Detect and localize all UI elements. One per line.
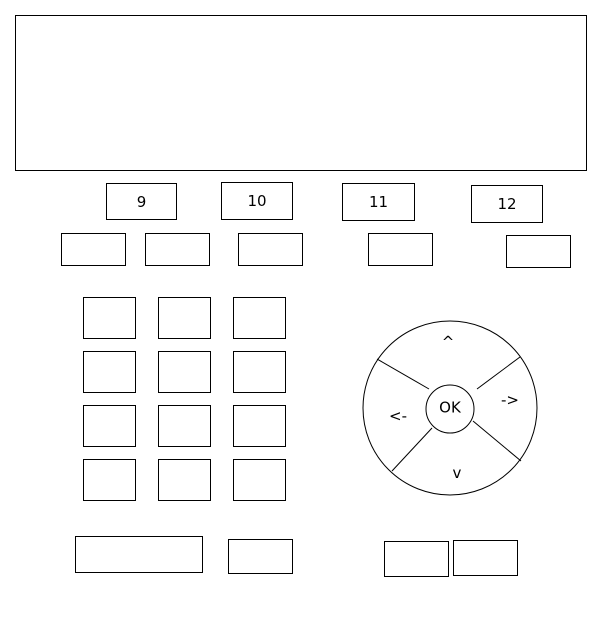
keypad-key-10[interactable]	[83, 459, 136, 501]
keypad-key-5[interactable]	[158, 351, 211, 393]
function-key-9[interactable]: 9	[106, 183, 177, 220]
soft-key-5[interactable]	[506, 235, 571, 268]
ok-button[interactable]	[425, 384, 475, 434]
soft-key-1[interactable]	[61, 233, 126, 266]
keypad-key-3[interactable]	[233, 297, 286, 339]
bottom-key-4[interactable]	[453, 540, 518, 576]
display-screen	[15, 15, 587, 171]
keypad-key-8[interactable]	[158, 405, 211, 447]
keypad-key-2[interactable]	[158, 297, 211, 339]
function-key-11[interactable]: 11	[342, 183, 415, 221]
function-key-label: 9	[136, 192, 147, 211]
keypad-key-12[interactable]	[233, 459, 286, 501]
bottom-key-2[interactable]	[228, 539, 293, 574]
function-key-12[interactable]: 12	[471, 185, 543, 223]
soft-key-4[interactable]	[368, 233, 433, 266]
keypad-key-9[interactable]	[233, 405, 286, 447]
keypad-key-7[interactable]	[83, 405, 136, 447]
function-key-label: 12	[497, 195, 517, 213]
keypad-key-11[interactable]	[158, 459, 211, 501]
soft-key-3[interactable]	[238, 233, 303, 266]
bottom-wide-key[interactable]	[75, 536, 203, 573]
function-key-label: 10	[247, 192, 267, 210]
bottom-key-3[interactable]	[384, 541, 449, 577]
keypad-key-4[interactable]	[83, 351, 136, 393]
keypad-key-6[interactable]	[233, 351, 286, 393]
keypad-key-1[interactable]	[83, 297, 136, 339]
function-key-label: 11	[368, 193, 389, 211]
soft-key-2[interactable]	[145, 233, 210, 266]
function-key-10[interactable]: 10	[221, 182, 293, 220]
